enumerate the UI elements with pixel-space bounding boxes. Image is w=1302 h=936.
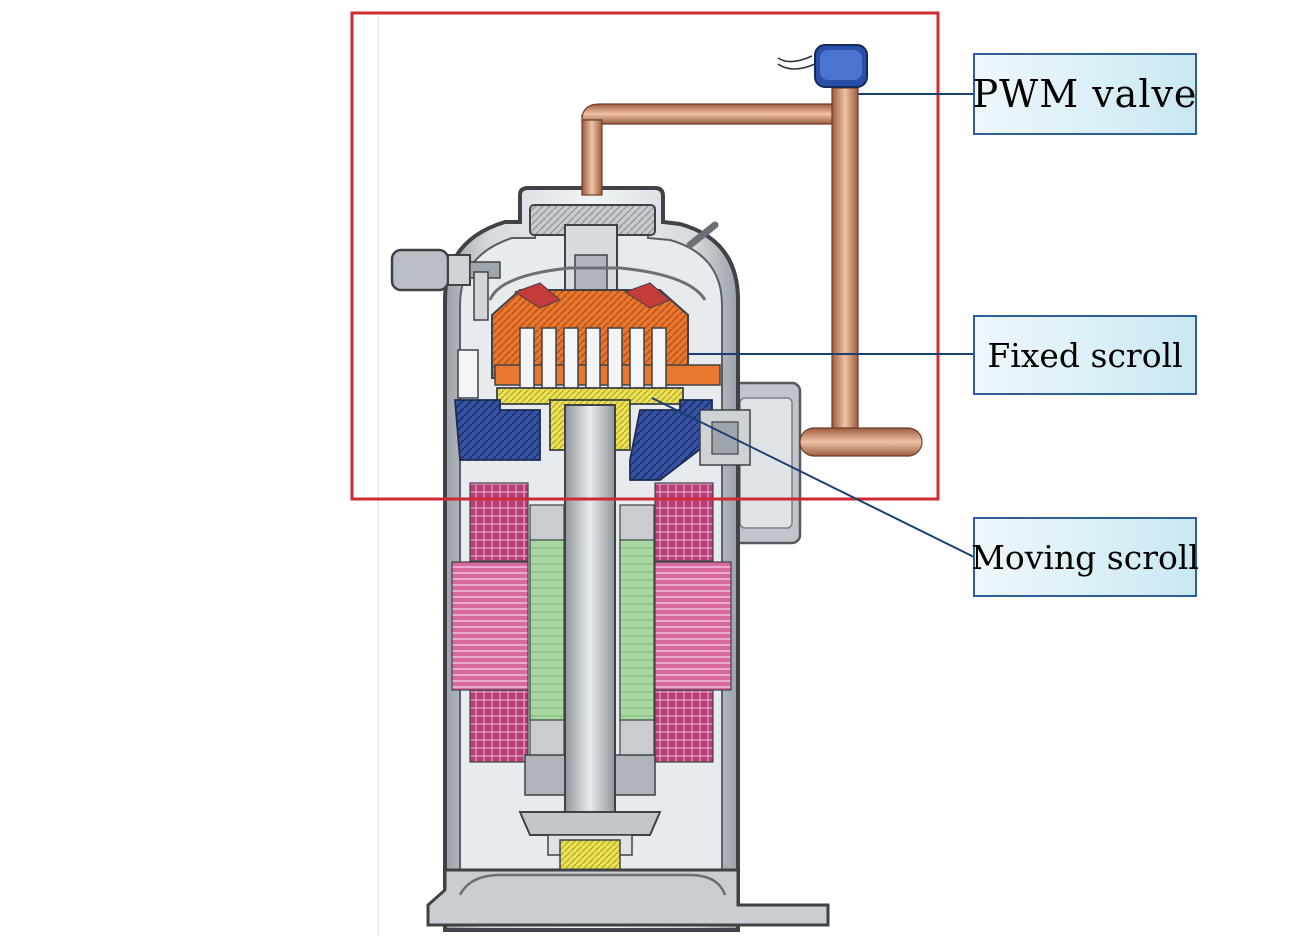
inner-dome xyxy=(488,266,707,301)
scroll-vanes xyxy=(519,327,667,397)
check-valve xyxy=(699,409,751,466)
stator-stack xyxy=(451,561,732,691)
leader-lines xyxy=(651,93,975,558)
stator-windings xyxy=(469,482,714,763)
copper-pipe xyxy=(581,87,923,457)
crankshaft xyxy=(564,404,616,826)
bearing-housing xyxy=(454,399,713,481)
rotor xyxy=(529,504,655,761)
moving-scroll-label: Moving scroll xyxy=(971,517,1199,597)
left-internal-fitting xyxy=(457,271,489,399)
compressor-base xyxy=(426,868,830,927)
fixed-scroll-label: Fixed scroll xyxy=(973,315,1197,395)
leader-line-moving-scroll xyxy=(651,397,975,558)
highlight-frame xyxy=(350,11,940,501)
solenoid-valve xyxy=(777,44,868,88)
suction-fitting xyxy=(390,248,501,292)
side-port-housing xyxy=(726,381,802,545)
top-right-stub xyxy=(686,221,719,249)
pwm-valve-label: PWM valve xyxy=(973,53,1197,135)
